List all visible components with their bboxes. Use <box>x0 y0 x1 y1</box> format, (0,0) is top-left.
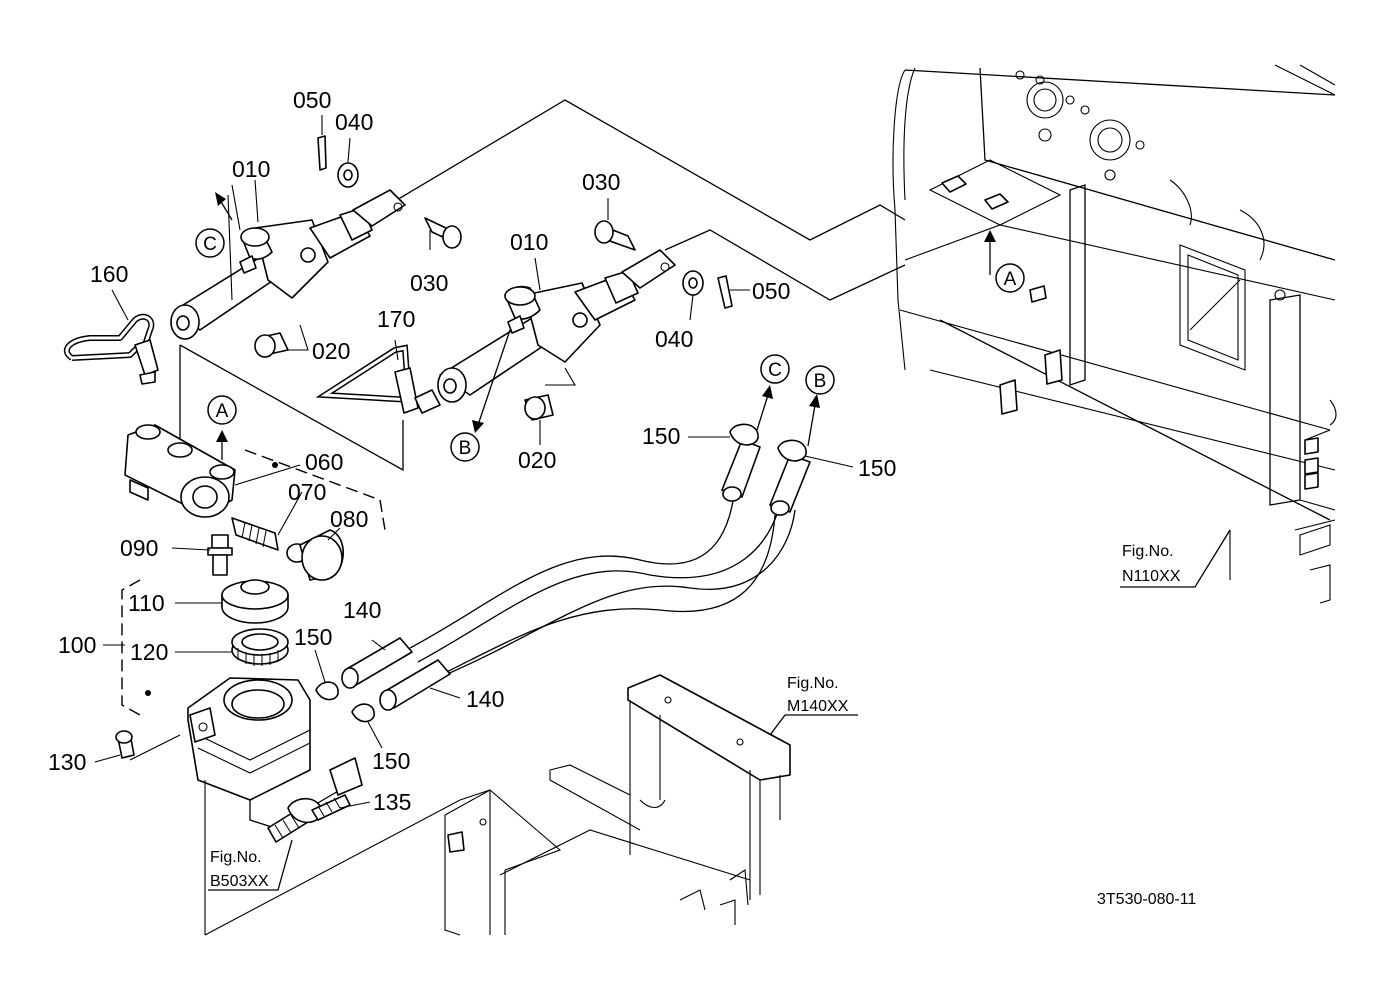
figref-b503-code: B503XX <box>210 873 269 890</box>
label-060: 060 <box>305 449 343 475</box>
figref-n110-code: N110XX <box>1122 568 1181 585</box>
fittings-070-080-090 <box>207 517 344 581</box>
reservoir-assembly <box>115 579 363 935</box>
figref-m140-title: Fig.No. <box>787 675 839 692</box>
label-130: 130 <box>48 749 86 775</box>
figref-n110: Fig.No. N110XX <box>1120 529 1231 588</box>
label-070: 070 <box>288 479 326 505</box>
label-170: 170 <box>377 306 415 332</box>
group-bracket-100 <box>121 449 386 716</box>
valve-block <box>124 424 236 518</box>
master-cylinder-right <box>437 249 676 403</box>
label-030-right: 030 <box>410 270 448 296</box>
svg-text:B: B <box>814 371 827 392</box>
label-010-left: 010 <box>232 156 270 182</box>
svg-text:A: A <box>1004 269 1017 290</box>
figref-m140-code: M140XX <box>787 698 849 715</box>
svg-text:A: A <box>216 401 229 422</box>
label-100: 100 <box>58 632 96 658</box>
pipe-160 <box>63 313 159 385</box>
label-040-right: 040 <box>655 326 693 352</box>
label-080: 080 <box>330 506 368 532</box>
figref-b503: Fig.No. B503XX <box>208 839 293 891</box>
figref-n110-title: Fig.No. <box>1122 543 1174 560</box>
svg-text:C: C <box>768 360 782 381</box>
drawing-code: 3T530-080-11 <box>1097 891 1196 908</box>
console-structure <box>204 674 791 936</box>
master-cylinder-left <box>170 189 406 340</box>
marker-b-mid: B <box>450 432 480 462</box>
figref-m140: Fig.No. M140XX <box>769 675 858 736</box>
marker-c-left: C <box>195 228 225 258</box>
label-140-b: 140 <box>466 686 504 712</box>
svg-text:B: B <box>459 438 472 459</box>
label-160: 160 <box>90 261 128 287</box>
leader-lines <box>94 115 854 809</box>
marker-b-right: B <box>805 365 835 395</box>
direction-arrows <box>215 192 996 460</box>
pipe-170 <box>315 344 441 414</box>
hoses-and-clamps <box>315 423 811 723</box>
label-150-d: 150 <box>372 748 410 774</box>
frame-chassis <box>892 64 1337 604</box>
label-135: 135 <box>373 789 411 815</box>
label-150-b: 150 <box>858 455 896 481</box>
label-150-a: 150 <box>642 423 680 449</box>
label-050-top: 050 <box>293 87 331 113</box>
marker-a-frame: A <box>995 263 1025 293</box>
label-020-left: 020 <box>312 338 350 364</box>
label-040-top: 040 <box>335 109 373 135</box>
svg-text:C: C <box>203 234 217 255</box>
label-140-a: 140 <box>343 597 381 623</box>
marker-c-right: C <box>760 354 790 384</box>
label-030-top: 030 <box>582 169 620 195</box>
label-020-right: 020 <box>518 447 556 473</box>
label-120: 120 <box>130 639 168 665</box>
label-090: 090 <box>120 535 158 561</box>
boundary-lines <box>179 99 906 472</box>
label-150-c: 150 <box>294 624 332 650</box>
label-050-right: 050 <box>752 278 790 304</box>
label-110: 110 <box>128 590 165 616</box>
label-010-right: 010 <box>510 229 548 255</box>
part-labels: 050 040 010 030 160 030 010 050 040 020 … <box>48 87 896 815</box>
figref-b503-title: Fig.No. <box>210 849 262 866</box>
marker-a-left: A <box>207 395 237 425</box>
